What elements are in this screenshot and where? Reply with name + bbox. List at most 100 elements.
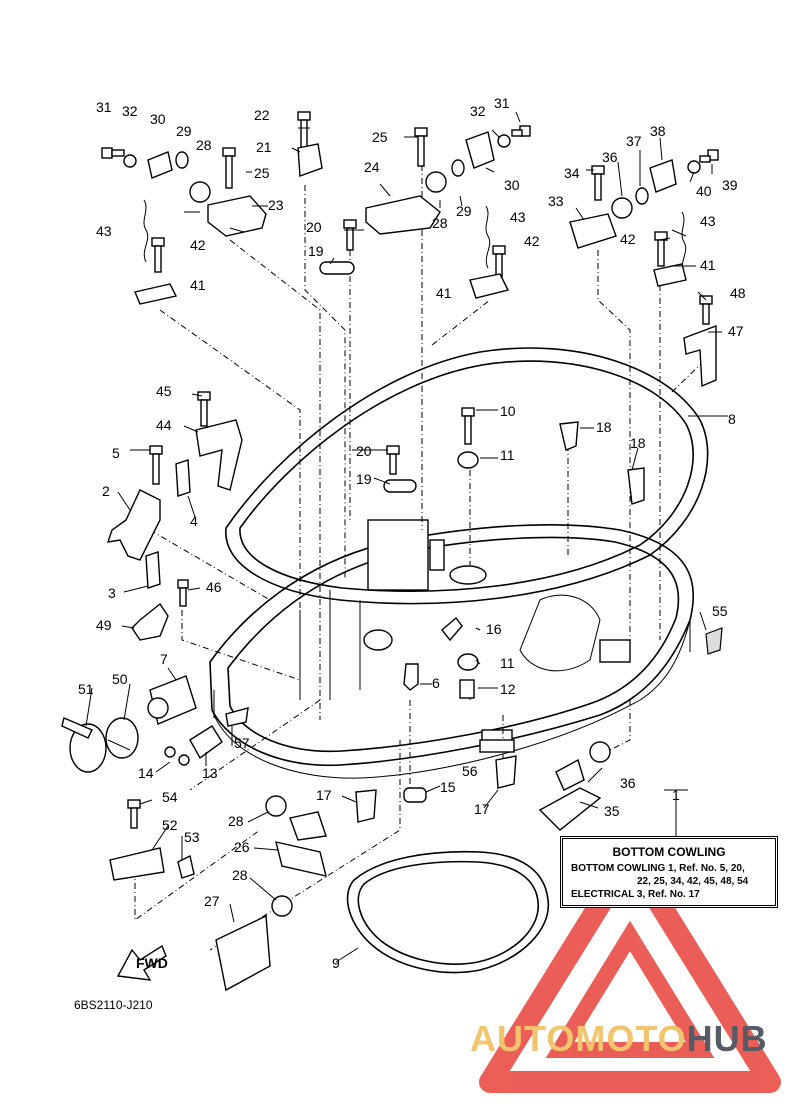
plug-7-face xyxy=(147,697,169,719)
clip-3 xyxy=(145,551,161,589)
plate-41-right xyxy=(653,263,687,287)
bolt-42-right xyxy=(654,231,668,267)
callout-41-right: 41 xyxy=(700,257,716,273)
damper-17-left xyxy=(355,789,377,823)
callout-16: 16 xyxy=(486,621,502,637)
holder-35 xyxy=(538,787,602,831)
bolt-20-lower xyxy=(386,445,400,475)
callout-13: 13 xyxy=(202,765,218,781)
bolt-22 xyxy=(297,111,311,149)
callout-20-top: 20 xyxy=(306,219,322,235)
guide-26 xyxy=(275,841,327,877)
callout-51: 51 xyxy=(78,681,94,697)
callout-47: 47 xyxy=(728,323,744,339)
damper-17-right xyxy=(495,755,517,789)
grommet-13 xyxy=(189,725,223,760)
watermark-text: AUTOMOTOHUB xyxy=(470,1018,768,1060)
damper-18-left xyxy=(559,421,579,451)
bolt-31-left xyxy=(101,147,125,159)
grommet-11-top xyxy=(457,451,479,469)
clip-21 xyxy=(297,143,323,177)
callout-18-left: 18 xyxy=(596,419,612,435)
callout-31-left: 31 xyxy=(96,99,112,115)
callout-9: 9 xyxy=(332,955,340,971)
callout-31-center: 31 xyxy=(494,95,510,111)
plate-41-left xyxy=(134,283,178,305)
callout-35: 35 xyxy=(604,803,620,819)
callout-leaders xyxy=(85,111,728,963)
fwd-label: FWD xyxy=(136,955,168,971)
callout-41-left: 41 xyxy=(190,277,206,293)
callout-43-right: 43 xyxy=(700,213,716,229)
callout-32-center: 32 xyxy=(470,103,486,119)
callout-8: 8 xyxy=(728,411,736,427)
diagram-code: 6BS2110-J210 xyxy=(74,998,153,1012)
callout-18-right: 18 xyxy=(630,435,646,451)
grommet-15 xyxy=(403,787,427,803)
nut-29-center xyxy=(451,159,465,177)
callout-34: 34 xyxy=(564,165,580,181)
lower-seal-9 xyxy=(346,850,550,974)
spring-43-left xyxy=(143,199,149,263)
bolt-45 xyxy=(197,391,211,427)
legend-line-2: 22, 25, 34, 42, 45, 48, 54 xyxy=(637,876,749,887)
label-55 xyxy=(705,627,723,655)
callout-11-top: 11 xyxy=(500,447,515,463)
top-seal-8 xyxy=(225,347,709,605)
callout-19-lower: 19 xyxy=(356,471,372,487)
plate-41-center xyxy=(469,273,510,299)
callout-55: 55 xyxy=(712,603,728,619)
watermark-logo xyxy=(479,845,781,1093)
clamp-51-tab xyxy=(61,717,93,739)
callout-17-left: 17 xyxy=(316,787,332,803)
callout-22: 22 xyxy=(254,107,270,123)
fwd-arrow: FWD xyxy=(116,944,168,981)
callout-14: 14 xyxy=(138,765,154,781)
nut-29-left xyxy=(175,151,189,169)
callout-50: 50 xyxy=(112,671,128,687)
callout-27: 27 xyxy=(204,893,220,909)
callout-11-bottom: 11 xyxy=(500,655,515,671)
washer-32-left xyxy=(123,154,137,168)
callout-28-bottom: 28 xyxy=(232,867,248,883)
callout-25-left: 25 xyxy=(254,165,270,181)
callout-42-left: 42 xyxy=(190,237,206,253)
clip-4 xyxy=(175,459,191,497)
grommet-11-bottom xyxy=(457,653,479,671)
bracket-2 xyxy=(106,489,161,561)
small-parts xyxy=(61,111,723,992)
bottom-cowling-legend: BOTTOM COWLING BOTTOM COWLING 1, Ref. No… xyxy=(560,836,778,908)
bolt-39 xyxy=(699,149,719,163)
callout-41-center: 41 xyxy=(436,285,452,301)
legend-line-1: BOTTOM COWLING 1, Ref. No. 5, 20, xyxy=(571,863,745,874)
bottom-cowling-shell xyxy=(209,519,695,779)
holder-27 xyxy=(215,914,271,992)
spring-43-center xyxy=(485,205,491,269)
pad-19-lower xyxy=(383,479,417,493)
callout-37: 37 xyxy=(626,133,642,149)
bracket-23 xyxy=(207,195,267,237)
callout-54: 54 xyxy=(162,789,178,805)
callout-19-top: 19 xyxy=(308,243,324,259)
callout-46: 46 xyxy=(206,579,222,595)
bolt-5 xyxy=(149,445,163,485)
washer-32-center xyxy=(497,134,511,148)
callout-53: 53 xyxy=(184,829,200,845)
nut-37 xyxy=(635,187,649,205)
plug-6 xyxy=(403,663,419,691)
callout-12: 12 xyxy=(500,681,516,697)
collar-12 xyxy=(459,679,475,699)
callout-24: 24 xyxy=(364,159,380,175)
callout-26: 26 xyxy=(234,839,250,855)
bolt-20-top xyxy=(343,219,357,251)
callout-6: 6 xyxy=(432,675,440,691)
callout-33: 33 xyxy=(548,193,564,209)
fitting-16 xyxy=(441,616,463,642)
clip-30-left xyxy=(147,151,173,179)
callout-15: 15 xyxy=(440,779,456,795)
callout-5: 5 xyxy=(112,445,120,461)
guide-26-top xyxy=(289,811,327,841)
grommet-50 xyxy=(105,717,139,759)
callout-7: 7 xyxy=(160,651,168,667)
